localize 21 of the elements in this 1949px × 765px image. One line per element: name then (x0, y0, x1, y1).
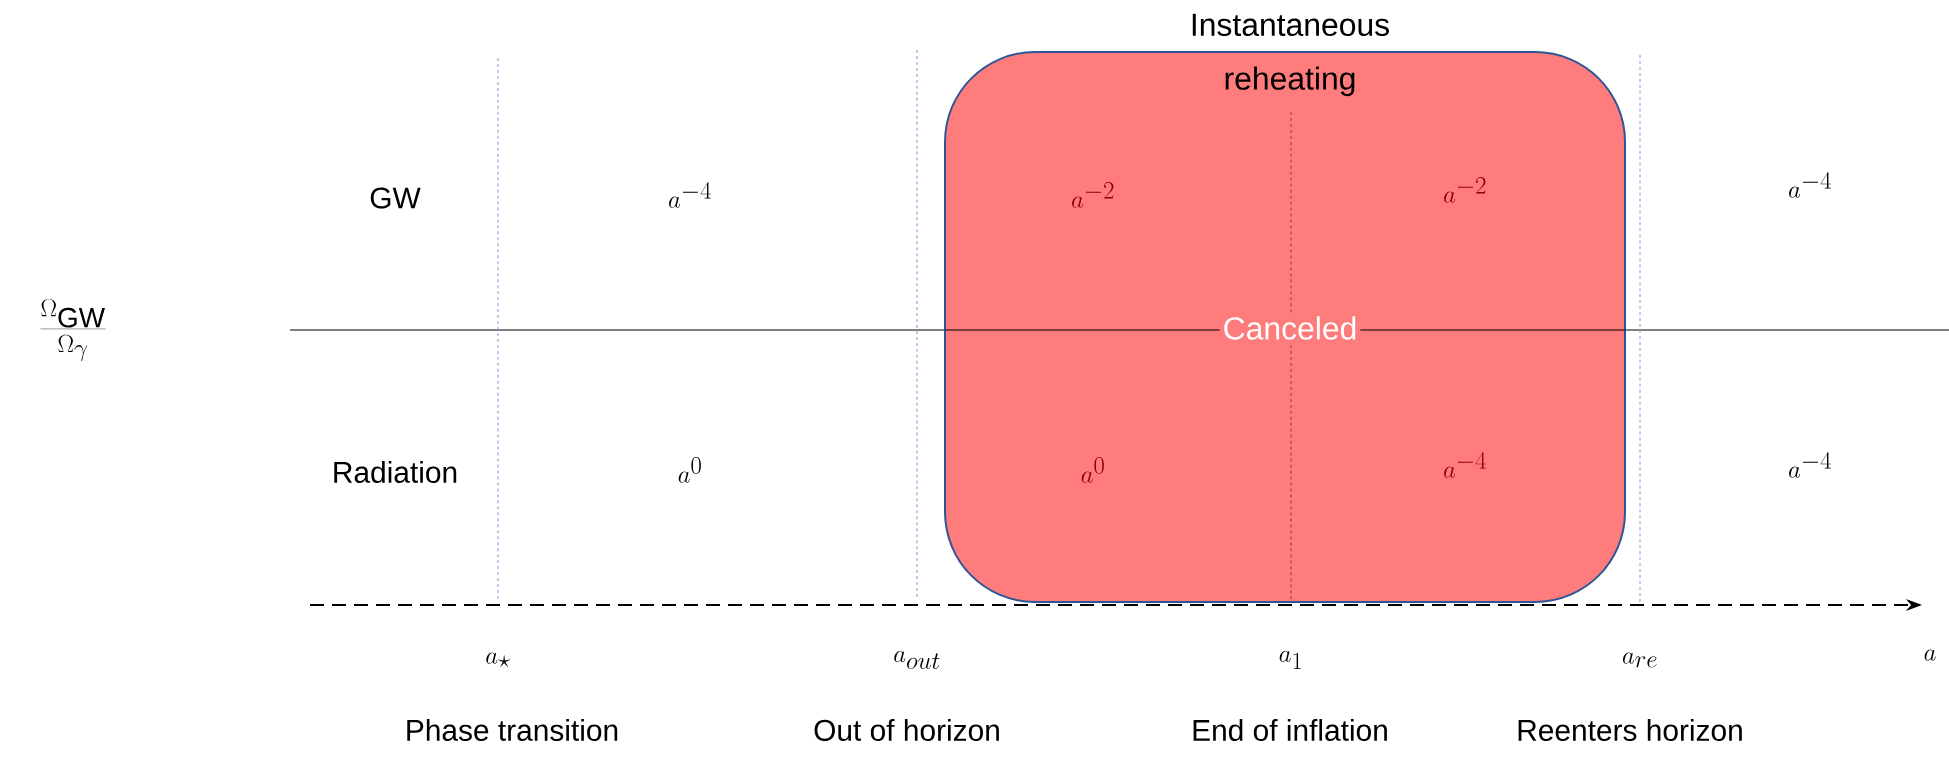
power-law: $a^{0}$ (1081, 457, 1104, 483)
tick-label: $a_{out}$ (894, 651, 940, 669)
power-law: $a^{-4}$ (669, 181, 711, 208)
power-law: $a^{-4}$ (1444, 451, 1486, 478)
stage-label: Phase transition (407, 719, 618, 741)
row-label: Radiation (334, 461, 457, 483)
tick-label: $a_{\star}$ (486, 652, 511, 667)
stage-label: Out of horizon (814, 719, 999, 741)
power-law: $a^{0}$ (678, 457, 701, 483)
power-law: $a^{-2}$ (1072, 182, 1114, 208)
row-label: GW (370, 187, 421, 209)
node-label: Instantaneous (1192, 13, 1389, 37)
power-law: $a^{-4}$ (1789, 171, 1831, 198)
tick-label: $a_{re}$ (1622, 652, 1657, 668)
stage-label: Reenters horizon (1518, 719, 1742, 741)
stage-label: End of inflation (1193, 719, 1387, 741)
power-law: $a^{-4}$ (1789, 451, 1831, 478)
tick-label: $a_{1}$ (1279, 650, 1301, 670)
axis-label: $a$ (1924, 649, 1936, 661)
axis-title: $\frac{\Omega_{\mathrm{GW}}}{\Omega_{\gamma}}$ (40, 298, 106, 362)
power-law: $a^{-2}$ (1444, 177, 1486, 203)
